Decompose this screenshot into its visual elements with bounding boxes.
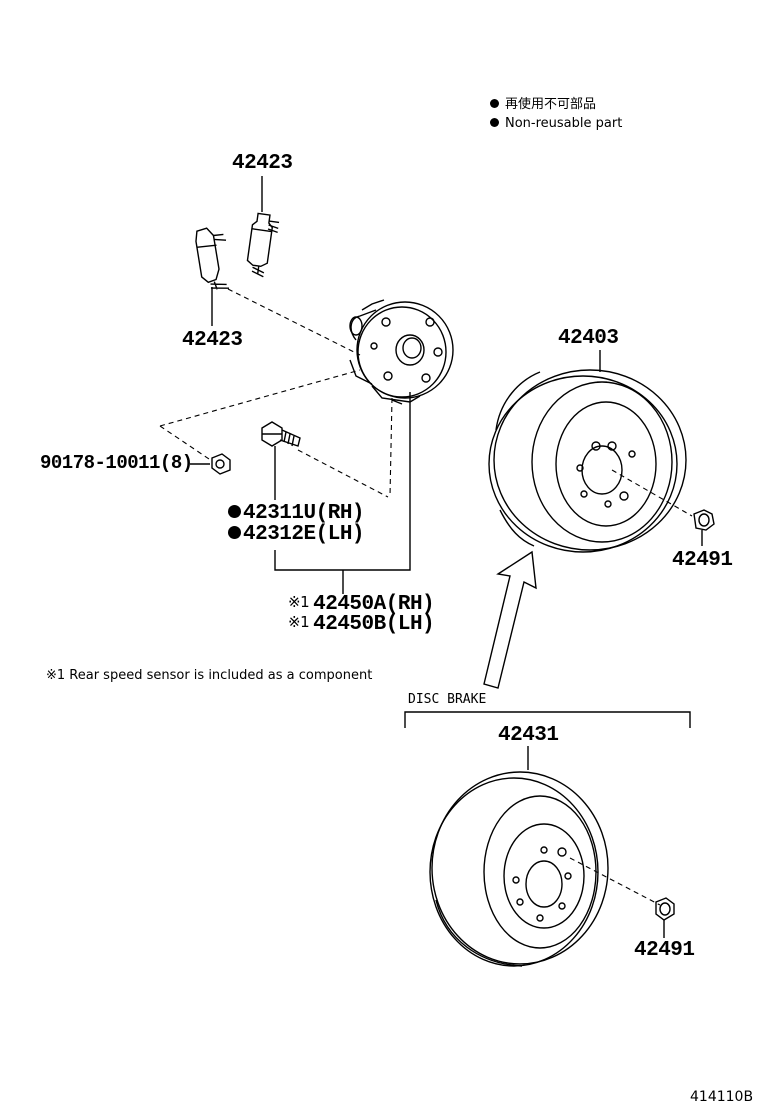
brake-disc-42431 xyxy=(429,746,609,967)
diagram-id: 414110B xyxy=(690,1089,754,1105)
non-reusable-icon xyxy=(228,526,241,539)
label-42491-bottom: 42491 xyxy=(634,939,695,962)
legend-en: Non-reusable part xyxy=(490,117,622,130)
label-42423-bottom: 42423 xyxy=(182,329,243,352)
brake-drum-42403 xyxy=(488,350,687,553)
hub-bearing-assembly xyxy=(349,299,454,405)
hub-bolt-top xyxy=(246,212,280,278)
bolt-42311u xyxy=(261,421,301,500)
non-reusable-icon xyxy=(228,505,241,518)
label-42403: 42403 xyxy=(558,327,619,350)
label-42311u: 42311U(RH) xyxy=(228,503,365,524)
label-42431: 42431 xyxy=(498,724,559,747)
bullet-icon xyxy=(490,118,499,127)
label-42491-top: 42491 xyxy=(672,549,733,572)
nut-42491-top xyxy=(693,509,715,531)
nut-90178 xyxy=(190,453,231,475)
disc-brake-label: DISC BRAKE xyxy=(408,692,487,707)
leader-42450 xyxy=(274,392,411,594)
label-90178: 90178-10011(8) xyxy=(40,452,193,474)
nut-42491-bottom xyxy=(655,897,675,921)
bullet-icon xyxy=(490,99,499,108)
label-42312e: 42312E(LH) xyxy=(228,524,365,545)
legend-jp: 再使用不可部品 xyxy=(490,98,596,111)
hub-bolt-bottom xyxy=(195,227,230,290)
disc-brake-bracket xyxy=(404,711,691,728)
arrow-icon xyxy=(483,550,537,689)
footnote: ※1 Rear speed sensor is included as a co… xyxy=(46,668,373,683)
label-42423-top: 42423 xyxy=(232,152,293,175)
